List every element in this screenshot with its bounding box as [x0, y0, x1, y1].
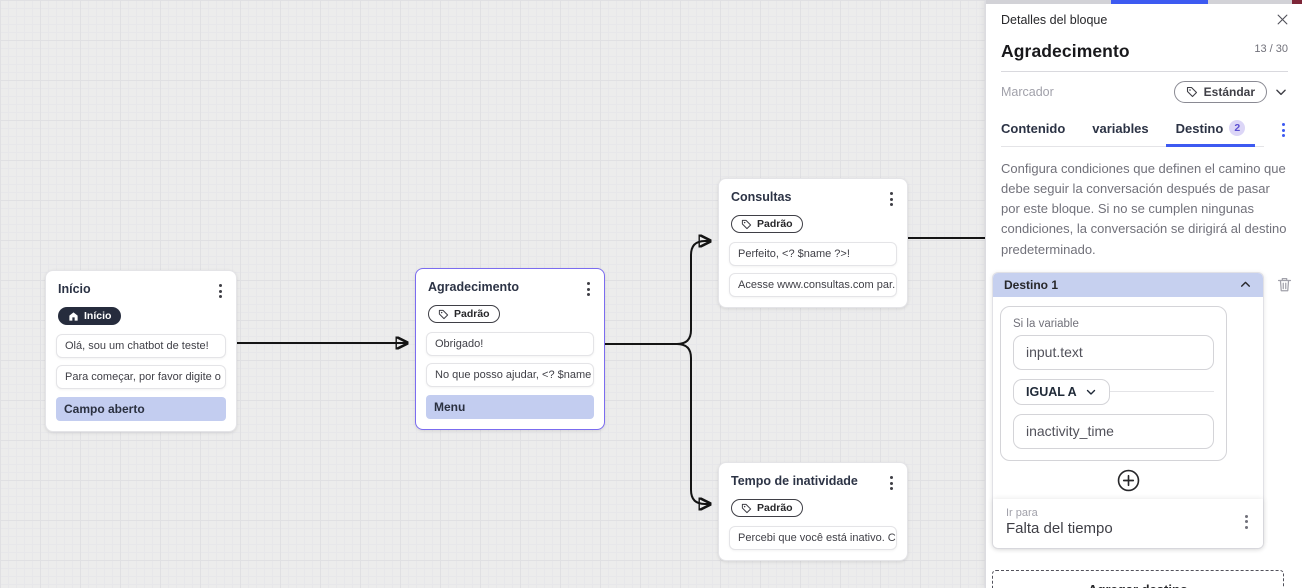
tab-overflow-kebab-icon[interactable]: [1280, 121, 1287, 139]
node-agradecimento[interactable]: Agradecimento Padrão Obrigado! No que po…: [415, 268, 605, 430]
trash-icon: [1277, 277, 1292, 292]
marker-placeholder[interactable]: Marcador: [1001, 85, 1054, 99]
active-tab-indicator: [1111, 0, 1208, 4]
message-bubble[interactable]: No que posso ajudar, <? $name ...: [426, 362, 594, 387]
message-bubble[interactable]: Perfeito, <? $name ?>!: [729, 241, 897, 266]
plus-circle-icon: [1117, 469, 1139, 491]
block-details-panel: Detalles del bloque Agradecimento 13 / 3…: [985, 0, 1302, 588]
message-bubble[interactable]: Olá, sou um chatbot de teste!: [56, 333, 226, 358]
close-icon[interactable]: [1275, 12, 1290, 27]
badge-label: Padrão: [757, 502, 793, 514]
goto-value[interactable]: Falta del tiempo: [1006, 519, 1113, 537]
tab-count-badge: 2: [1229, 120, 1246, 136]
tab-label: Destino: [1175, 120, 1224, 136]
message-bubble[interactable]: Obrigado!: [426, 331, 594, 356]
kebab-menu-icon[interactable]: [888, 474, 895, 492]
panel-top-strip: [986, 0, 1302, 4]
action-item-menu[interactable]: Menu: [426, 394, 594, 419]
panel-tabs: Contenido variables Destino 2: [1001, 112, 1264, 147]
action-item-open-field[interactable]: Campo aberto: [56, 396, 226, 421]
kebab-menu-icon[interactable]: [888, 190, 895, 208]
destination-title: Destino 1: [1004, 277, 1059, 292]
operator-value: IGUAL A: [1026, 384, 1077, 399]
kebab-menu-icon[interactable]: [217, 282, 224, 300]
tag-icon: [741, 219, 752, 229]
destination-card: Destino 1 Si la variable input.text IGUA…: [992, 271, 1264, 549]
badge-label: Início: [84, 310, 112, 322]
tab-label: variables: [1092, 120, 1149, 136]
node-title: Agradecimento: [428, 280, 519, 294]
destination-card-header[interactable]: Destino 1: [993, 272, 1263, 297]
kebab-menu-icon[interactable]: [585, 280, 592, 298]
goto-kebab-icon[interactable]: [1243, 513, 1250, 531]
block-title[interactable]: Agradecimento: [1001, 41, 1130, 61]
top-strip-accent: [1292, 0, 1302, 4]
node-consultas[interactable]: Consultas Padrão Perfeito, <? $name ?>! …: [718, 178, 908, 308]
node-title: Início: [58, 282, 91, 296]
chevron-down-icon[interactable]: [1274, 85, 1288, 99]
destination-description: Configura condiciones que definen el cam…: [1001, 161, 1287, 257]
marker-standard-pill[interactable]: Estándar: [1173, 81, 1267, 103]
message-bubble[interactable]: Percebi que você está inativo. C...: [729, 525, 897, 550]
tab-label: Contenido: [1001, 120, 1066, 136]
char-counter: 13 / 30: [1254, 43, 1288, 55]
operator-select[interactable]: IGUAL A: [1013, 378, 1110, 405]
condition-card: Si la variable input.text IGUAL A inacti…: [1000, 305, 1227, 461]
tag-icon: [741, 503, 752, 513]
marker-value: Estándar: [1203, 85, 1255, 99]
edge-agradecimento-tempo: [605, 343, 709, 504]
standard-badge: Padrão: [731, 215, 803, 233]
node-title: Consultas: [731, 190, 792, 204]
tab-destino[interactable]: Destino 2: [1165, 112, 1255, 147]
message-bubble[interactable]: Para começar, por favor digite o ...: [56, 364, 226, 389]
goto-row[interactable]: Ir para Falta del tiempo: [993, 498, 1263, 548]
value-input[interactable]: inactivity_time: [1013, 413, 1214, 449]
chevron-down-icon: [1086, 389, 1095, 395]
variable-input[interactable]: input.text: [1013, 334, 1214, 370]
goto-label: Ir para: [1006, 506, 1038, 519]
chevron-up-icon[interactable]: [1239, 278, 1252, 291]
message-bubble[interactable]: Acesse www.consultas.com par...: [729, 272, 897, 297]
add-destination-button[interactable]: Agregar destino: [992, 569, 1284, 588]
badge-label: Padrão: [757, 218, 793, 230]
node-tempo-de-inatividade[interactable]: Tempo de inatividade Padrão Percebi que …: [718, 462, 908, 561]
standard-badge: Padrão: [428, 305, 500, 323]
node-title: Tempo de inatividade: [731, 474, 858, 488]
delete-destination-button[interactable]: [1277, 276, 1292, 293]
home-icon: [69, 311, 78, 321]
condition-label: Si la variable: [1013, 317, 1079, 330]
panel-header-title: Detalles del bloque: [1001, 12, 1108, 27]
badge-label: Padrão: [454, 308, 490, 320]
node-inicio[interactable]: Início Início Olá, sou um chatbot de tes…: [45, 270, 237, 432]
tab-contenido[interactable]: Contenido: [1001, 112, 1065, 146]
add-condition-button[interactable]: [1117, 469, 1140, 492]
edge-agradecimento-consultas: [605, 241, 709, 345]
tab-variables[interactable]: variables: [1092, 112, 1148, 146]
start-badge: Início: [58, 307, 122, 325]
standard-badge: Padrão: [731, 499, 803, 517]
tag-icon: [438, 309, 449, 319]
tag-icon: [1186, 86, 1197, 98]
